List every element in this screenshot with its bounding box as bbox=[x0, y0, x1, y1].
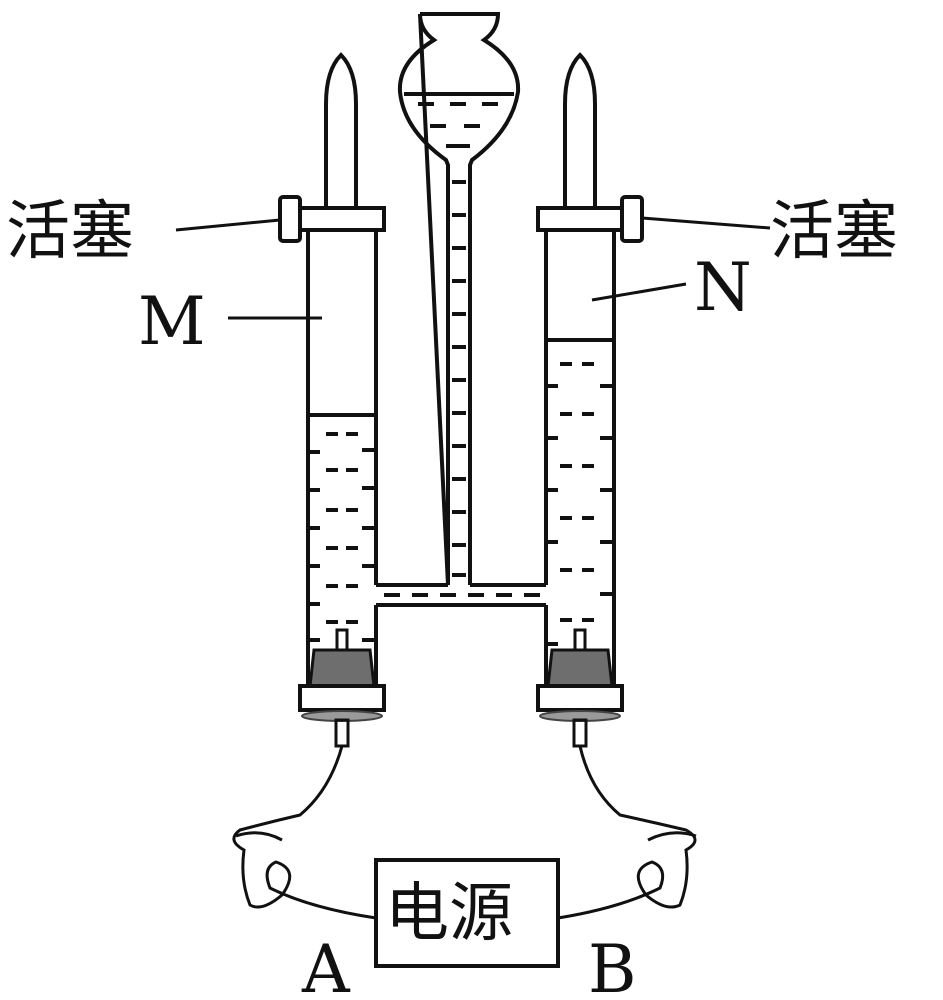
stopcock-right[interactable] bbox=[620, 195, 644, 243]
wires bbox=[232, 745, 697, 920]
tube-n bbox=[536, 52, 644, 748]
terminal-b-label: B bbox=[588, 931, 637, 1000]
terminal-a-label: A bbox=[301, 931, 351, 1000]
tube-m bbox=[278, 52, 386, 748]
funnel-water bbox=[418, 102, 498, 577]
power-supply-box bbox=[374, 858, 560, 968]
electrode-right bbox=[546, 648, 614, 688]
stopcock-left-label: 活塞 bbox=[6, 195, 134, 269]
tube-m-water bbox=[308, 432, 376, 642]
stopcock-right-label: 活塞 bbox=[770, 195, 898, 269]
electrode-left bbox=[308, 648, 376, 688]
tube-n-label: N bbox=[694, 249, 752, 326]
funnel bbox=[397, 12, 521, 586]
tube-n-water bbox=[546, 362, 614, 646]
power-supply-label: 电源 bbox=[385, 877, 513, 951]
leader-lines bbox=[175, 216, 771, 320]
connecting-pipe bbox=[376, 583, 546, 607]
tube-m-label: M bbox=[138, 283, 206, 360]
stopcock-left[interactable] bbox=[278, 195, 302, 243]
